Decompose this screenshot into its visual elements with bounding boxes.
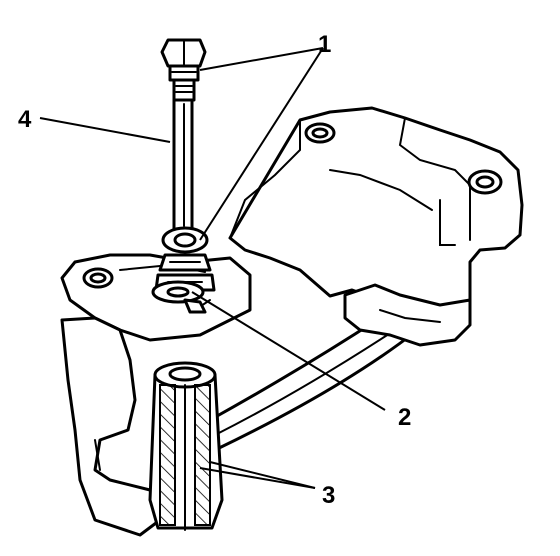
leader-lines — [39, 47, 386, 489]
callout-2: 2 — [398, 404, 411, 431]
callout-3: 3 — [322, 482, 335, 509]
callout-1: 1 — [318, 31, 331, 58]
pin-boot — [151, 226, 216, 314]
callout-4: 4 — [18, 106, 32, 133]
caliper-bracket — [60, 106, 524, 537]
guide-pin-bolt — [160, 38, 207, 232]
